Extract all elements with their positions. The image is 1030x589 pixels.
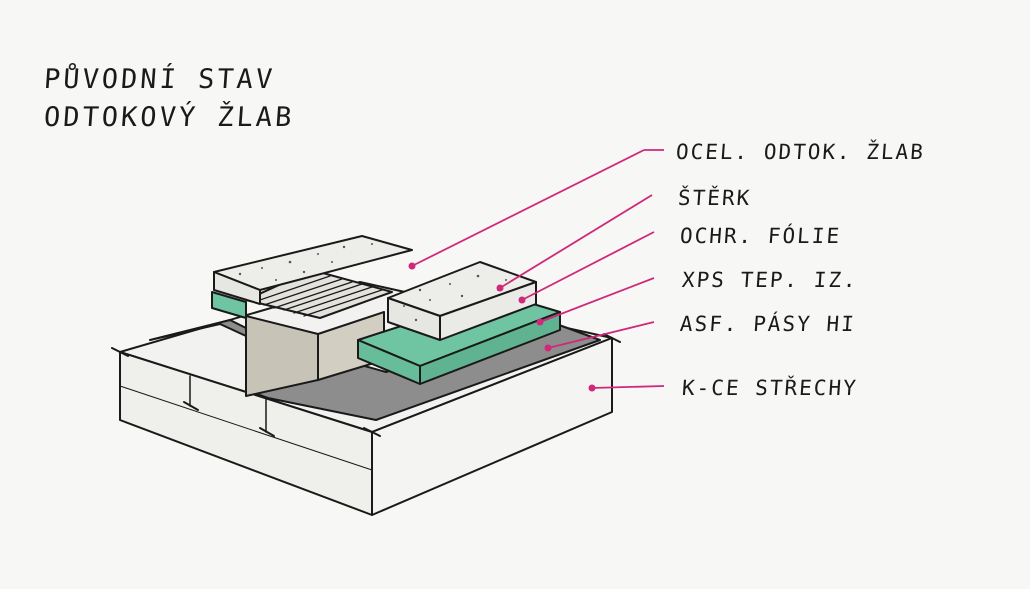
- label-gravel: ŠTĚRK: [677, 186, 753, 210]
- label-roof-structure: K-CE STŘECHY: [681, 376, 859, 400]
- leader-dots: [408, 262, 596, 392]
- label-bitumen-strips: ASF. PÁSY HI: [679, 312, 857, 336]
- label-xps-insulation: XPS TEP. IZ.: [681, 268, 859, 292]
- leader-lines: [411, 149, 665, 389]
- roof-structure-right-face: [371, 337, 613, 516]
- xps-insulation-left: [211, 291, 247, 319]
- gravel-left-front: [213, 271, 261, 305]
- label-steel-gutter: OCEL. ODTOK. ŽLAB: [675, 140, 926, 164]
- label-protective-foil: OCHR. FÓLIE: [679, 224, 842, 248]
- gravel-right-side: [439, 281, 537, 341]
- xps-insulation-right-side: [419, 311, 561, 385]
- gravel-texture: [238, 243, 507, 322]
